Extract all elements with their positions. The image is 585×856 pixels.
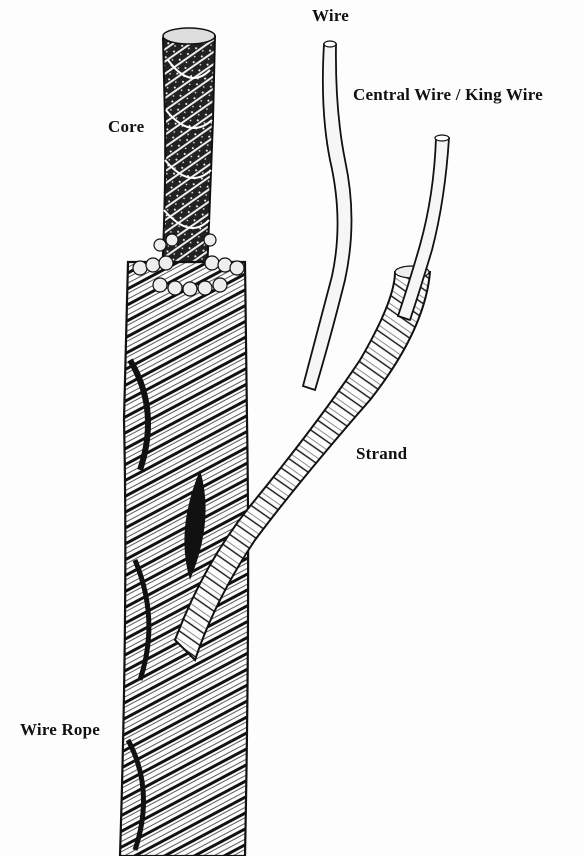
label-strand: Strand — [356, 444, 407, 464]
label-central-wire: Central Wire / King Wire — [353, 85, 543, 105]
label-core: Core — [108, 117, 144, 137]
single-wire-shape — [303, 41, 352, 390]
label-wire-rope: Wire Rope — [20, 720, 100, 740]
label-wire: Wire — [312, 6, 349, 26]
